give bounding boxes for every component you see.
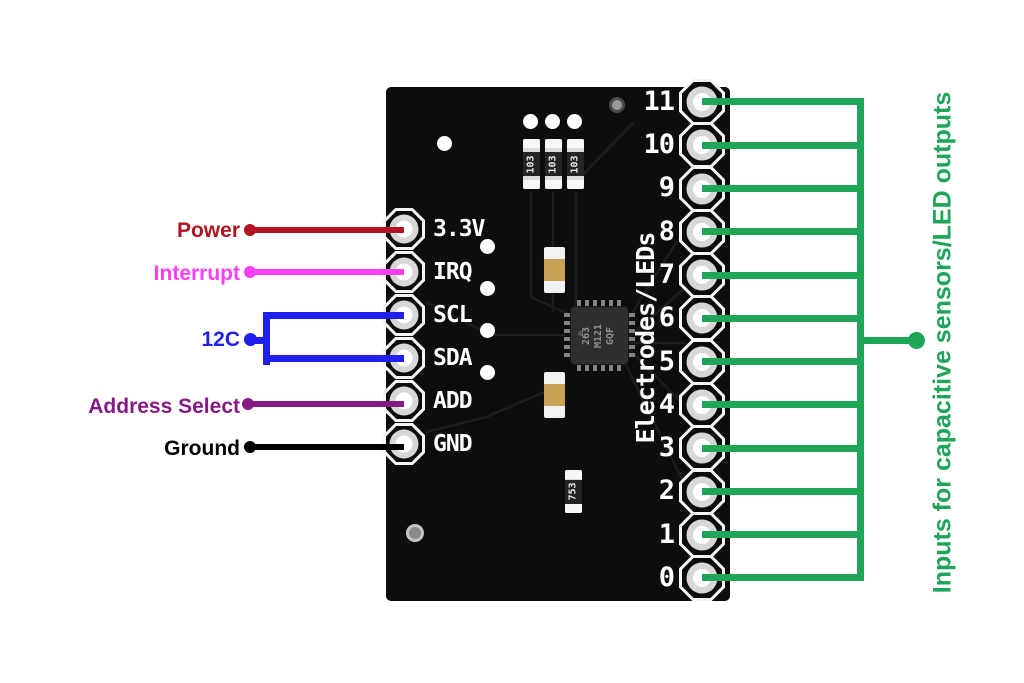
right-pad-7 [679, 252, 725, 298]
pin1-dot [578, 331, 583, 336]
i2c-scl-line [263, 312, 404, 319]
pin-number-6: 6 [658, 302, 675, 333]
electrode-line-9 [702, 185, 864, 192]
via [480, 281, 495, 296]
resistor-marking: 103 [526, 154, 537, 174]
silk-label-3v3: 3.3V [433, 216, 485, 242]
pin-number-5: 5 [658, 346, 675, 377]
resistor-marking: 103 [570, 154, 581, 174]
i2c-stub-line [251, 337, 267, 344]
electrode-line-4 [702, 401, 864, 408]
ic-pins-bottom [577, 365, 622, 371]
capacitor [544, 372, 565, 418]
i2c-sda-line [263, 355, 404, 362]
chip-marking: 263 M121 GQF [582, 323, 618, 347]
via [523, 114, 538, 129]
via [480, 323, 495, 338]
electrode-line-10 [702, 142, 864, 149]
resistor-103: 103 [523, 139, 540, 189]
silk-label-add: ADD [433, 388, 473, 414]
electrode-line-7 [702, 272, 864, 279]
ic-pins-top [577, 300, 622, 306]
i2c-label: 12C [201, 328, 240, 351]
via [480, 365, 495, 380]
resistor-marking: 103 [548, 154, 559, 174]
pin-number-9: 9 [658, 172, 675, 203]
electrode-line-11 [702, 98, 864, 105]
via [567, 114, 582, 129]
electrode-inputs-label: Inputs for capacitive sensors/LED output… [928, 91, 957, 594]
resistor-753: 753 [565, 470, 582, 513]
pin-number-0: 0 [658, 562, 675, 593]
address-select-label: Address Select [88, 395, 240, 418]
silk-label-gnd: GND [433, 431, 473, 457]
electrode-line-3 [702, 445, 864, 452]
right-pad-11 [679, 79, 725, 125]
silk-label-irq: IRQ [433, 259, 473, 285]
mpr121-chip: 263 M121 GQF [571, 307, 628, 364]
power-label: Power [176, 219, 240, 242]
via [480, 239, 495, 254]
ground-label: Ground [164, 437, 240, 460]
pin-number-3: 3 [658, 432, 675, 463]
pin-number-11: 11 [643, 86, 675, 117]
pin-number-4: 4 [658, 389, 675, 420]
power-line [250, 227, 404, 233]
resistor-marking: 753 [568, 482, 579, 501]
electrode-line-6 [702, 315, 864, 322]
capacitor [544, 247, 565, 293]
address-select-line [248, 401, 404, 407]
ground-line [250, 444, 404, 450]
chip-marking-line: 263 [581, 326, 593, 345]
via [545, 114, 560, 129]
ic-pins-left [564, 313, 570, 358]
electrode-line-5 [702, 358, 864, 365]
i2c-bracket-line [263, 312, 270, 365]
pin-number-2: 2 [658, 475, 675, 506]
pin-number-10: 10 [643, 129, 675, 160]
pin-number-1: 1 [658, 519, 675, 550]
electrode-line-8 [702, 228, 864, 235]
via [437, 136, 452, 151]
electrode-line-0 [702, 574, 864, 581]
interrupt-line [250, 269, 404, 275]
silk-label-scl: SCL [433, 302, 473, 328]
pin-number-7: 7 [658, 259, 675, 290]
electrode-line-1 [702, 531, 864, 538]
silk-label-sda: SDA [433, 345, 473, 371]
mounting-hole [406, 524, 424, 542]
resistor-103: 103 [567, 139, 584, 189]
resistor-103: 103 [545, 139, 562, 189]
interrupt-label: Interrupt [153, 262, 240, 285]
electrode-branch-dot [908, 332, 925, 349]
electrode-line-2 [702, 488, 864, 495]
mounting-hole [609, 97, 625, 113]
pin-number-8: 8 [658, 216, 675, 247]
electrode-branch-line [860, 337, 910, 344]
chip-marking-line: M121 [593, 323, 605, 348]
ic-pins-right [629, 313, 635, 358]
